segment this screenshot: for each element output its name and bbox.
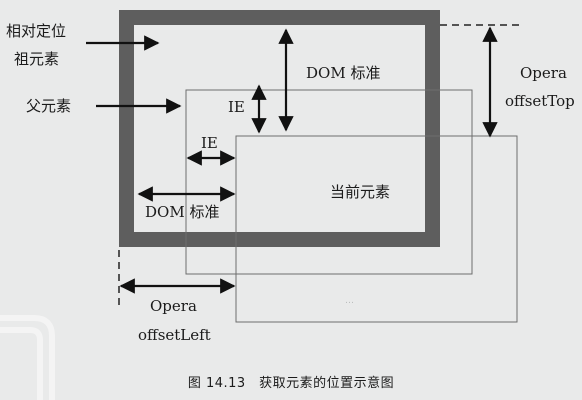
dom-standard-left-label: DOM 标准 [145, 203, 220, 221]
figure-caption: 图 14.13 获取元素的位置示意图 [187, 376, 395, 391]
positioned-ancestor-label-line1: 相对定位 [6, 22, 67, 40]
opera-left-label-line1: Opera [150, 297, 197, 315]
opera-top-label-line1: Opera [520, 64, 567, 82]
current-element-box [235, 135, 518, 323]
corner-clip-shape [0, 315, 55, 400]
opera-left-label-line2: offsetLeft [138, 326, 211, 344]
positioned-ancestor-box [119, 10, 440, 247]
parent-element-box [185, 89, 473, 275]
bleed-through-text: … [345, 296, 354, 306]
ie-top-label: IE [228, 98, 245, 116]
positioned-ancestor-label-line2: 祖元素 [14, 50, 60, 68]
ie-left-label: IE [201, 134, 218, 152]
opera-top-label-line2: offsetTop [505, 92, 575, 110]
current-element-label: 当前元素 [330, 183, 391, 201]
dom-standard-top-label: DOM 标准 [306, 64, 381, 82]
parent-element-label: 父元素 [26, 97, 72, 115]
